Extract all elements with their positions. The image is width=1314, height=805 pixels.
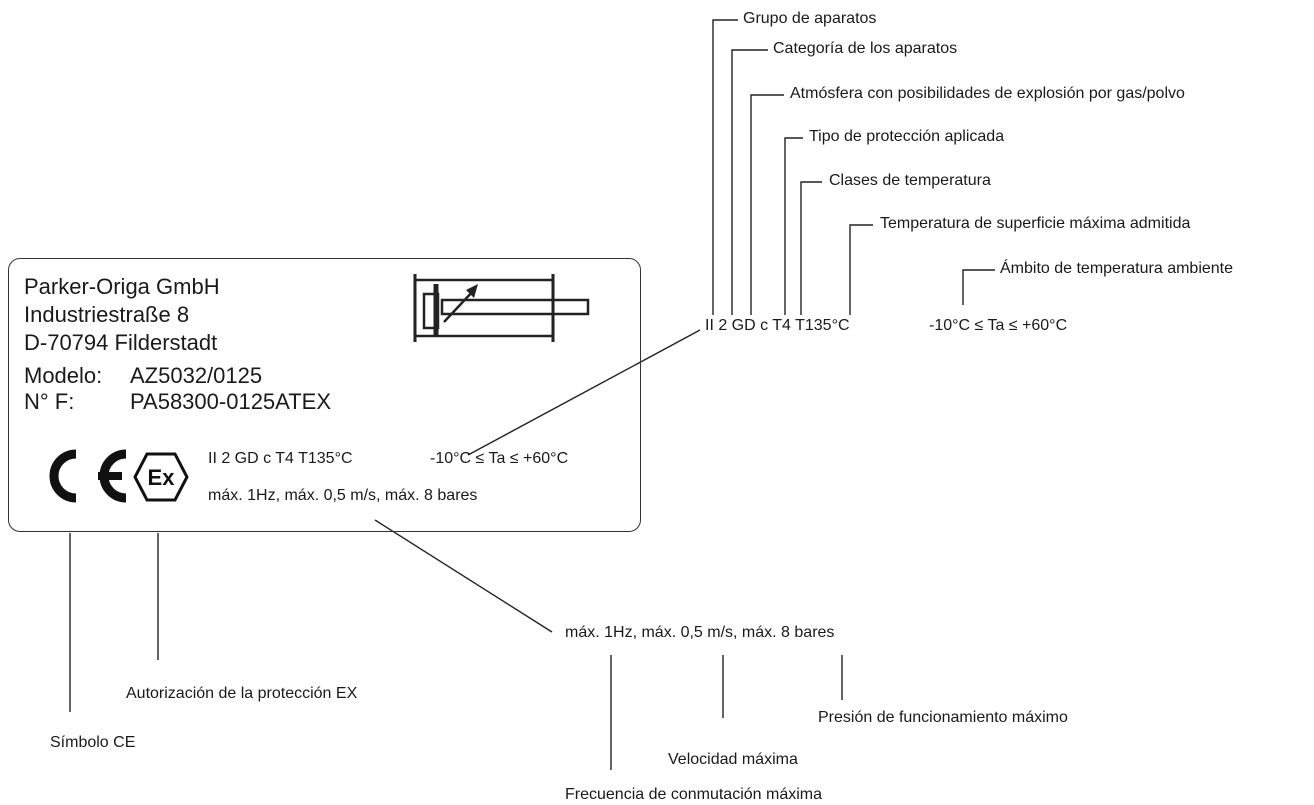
label-ce-symbol: Símbolo CE [50,734,136,751]
label-presion: Presión de funcionamiento máximo [818,709,1068,726]
label-velocidad: Velocidad máxima [668,751,798,768]
plate-company: Parker-Origa GmbH [24,274,220,299]
leader-plate-bottom [374,519,553,633]
ex-mark-icon: Ex [133,452,189,502]
leader-clases [800,181,822,315]
label-ex-authorization: Autorización de la protección EX [126,685,358,702]
leader-grupo [712,19,738,315]
nameplate [8,258,641,532]
label-categoria: Categoría de los aparatos [773,40,958,57]
plate-temp-range: -10°C ≤ Ta ≤ +60°C [430,450,569,467]
callout-temp-range: -10°C ≤ Ta ≤ +60°C [929,317,1068,334]
plate-model-value: AZ5032/0125 [130,363,263,388]
leader-ambito [962,269,995,305]
plate-serial-label: N° F: [24,389,75,414]
callout-marking: II 2 GD c T4 T135°C [705,317,850,334]
label-frecuencia: Frecuencia de conmutación máxima [565,786,823,803]
plate-city: D-70794 Filderstadt [24,330,218,355]
leader-atmosfera [750,94,784,315]
label-atmosfera: Atmósfera con posibilidades de explosión… [790,85,1185,102]
leader-categoria [731,49,768,315]
plate-marking: II 2 GD c T4 T135°C [208,450,353,467]
pneumatic-cylinder-icon [413,274,590,342]
plate-limits: máx. 1Hz, máx. 0,5 m/s, máx. 8 bares [208,487,478,504]
ce-mark-icon [49,449,127,503]
label-clases: Clases de temperatura [829,172,991,189]
leader-plate-top [467,329,701,456]
label-grupo: Grupo de aparatos [743,10,877,27]
label-proteccion: Tipo de protección aplicada [809,128,1005,145]
callout-limits: máx. 1Hz, máx. 0,5 m/s, máx. 8 bares [565,624,835,641]
plate-street: Industriestraße 8 [24,302,190,327]
plate-model-label: Modelo: [24,363,103,388]
leader-proteccion [784,137,803,315]
label-superficie: Temperatura de superficie máxima admitid… [880,215,1191,232]
label-ambito: Ámbito de temperatura ambiente [1000,260,1234,277]
svg-text:Ex: Ex [148,465,176,490]
leader-superficie [849,224,873,315]
plate-serial-value: PA58300-0125ATEX [130,389,331,414]
